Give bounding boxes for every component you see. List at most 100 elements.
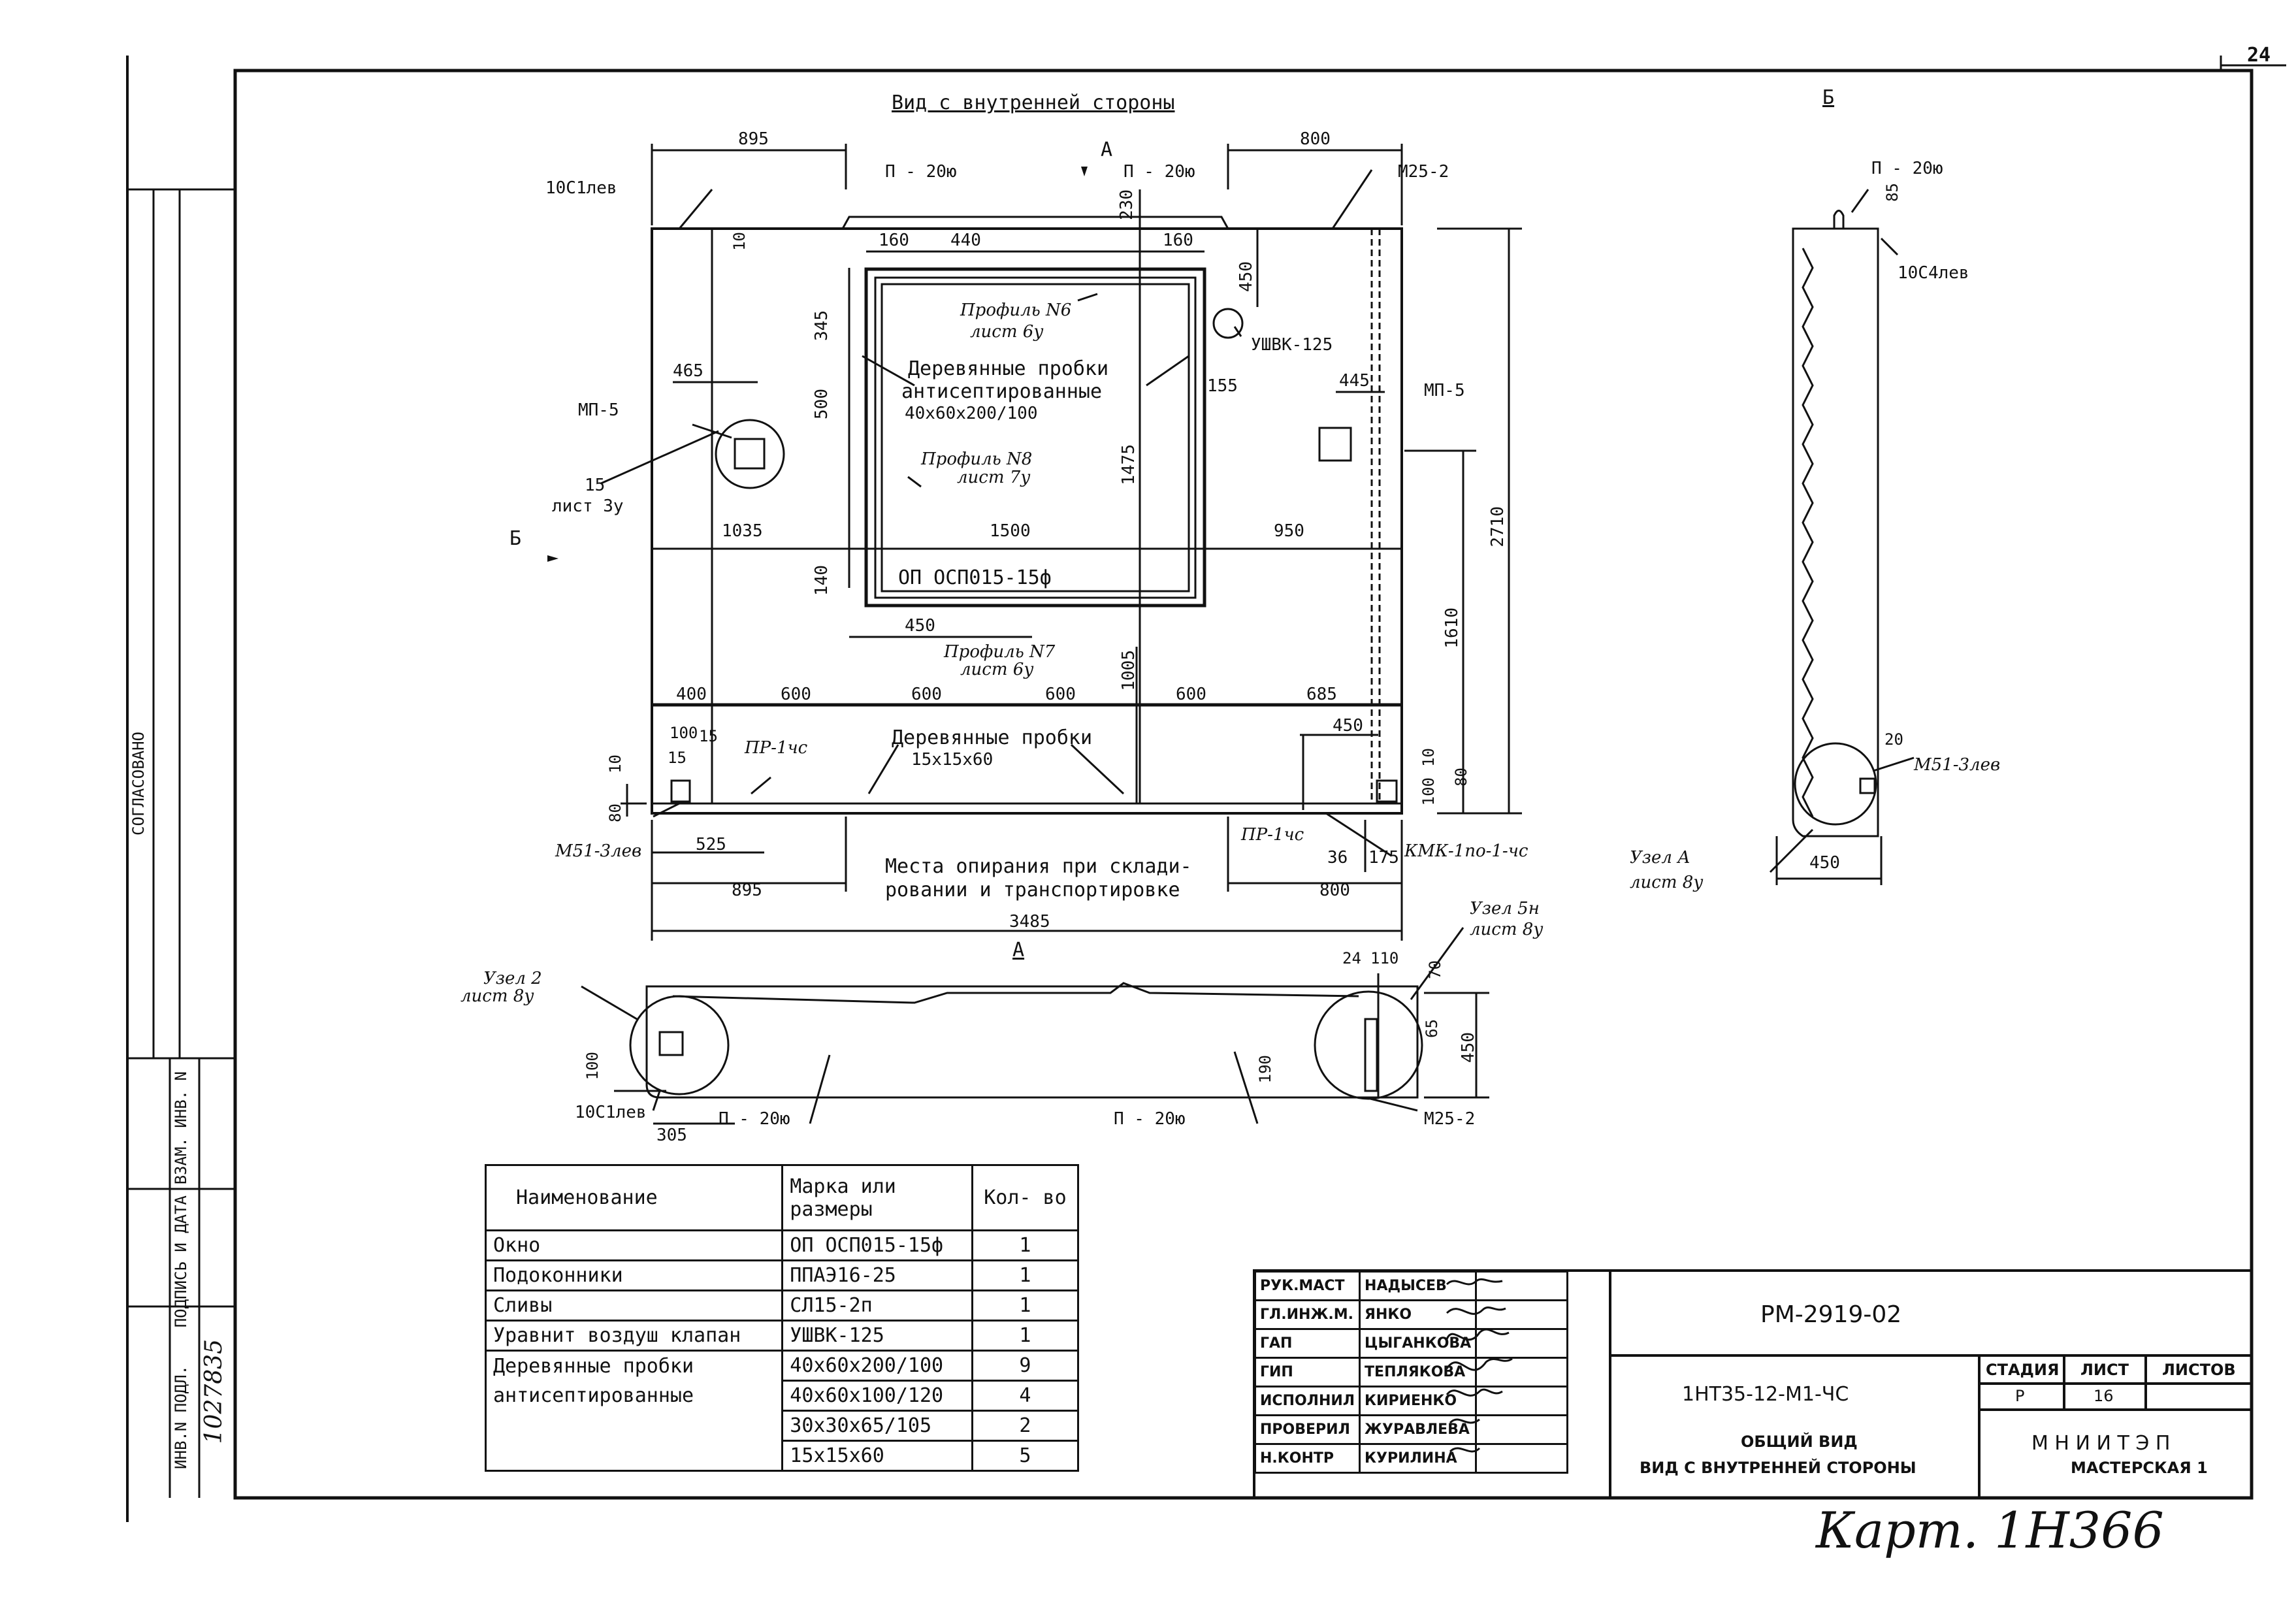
dim: 305 <box>656 1126 687 1145</box>
dim: 525 <box>696 835 726 854</box>
signature <box>1475 1271 1569 1301</box>
spec-cell: Подоконники <box>484 1259 784 1291</box>
person: КИРИЕНКО <box>1359 1386 1478 1416</box>
organization: М Н И И Т Э П <box>2031 1432 2171 1455</box>
dim: 15 <box>668 749 687 767</box>
spec-cell: 1 <box>971 1289 1080 1322</box>
role: ИСПОЛНИЛ <box>1253 1386 1361 1416</box>
node-a-sheet: лист 8у <box>1630 873 1704 892</box>
dim: 345 <box>812 310 832 341</box>
spec-cell: 40х60х200/100 <box>781 1350 973 1382</box>
dim: 175 <box>1368 848 1399 868</box>
spec-cell: 1 <box>971 1320 1080 1352</box>
replace-inventory-label: ВЗАМ. ИНВ. N <box>172 1071 190 1185</box>
spec-cell: 40х60х100/120 <box>781 1380 973 1412</box>
dim: 160 <box>879 231 909 250</box>
dim: 450 <box>1237 261 1256 292</box>
role: РУК.МАСТ <box>1253 1271 1361 1301</box>
sheet-number: 24 <box>2247 44 2271 67</box>
person: ЯНКО <box>1359 1299 1478 1330</box>
sheet3-ref: лист 3у <box>552 496 624 516</box>
spec-cell: Окно <box>484 1229 784 1261</box>
original-inventory-label: ИНВ.N ПОДЛ. <box>172 1365 190 1469</box>
p20-bottom-left-label: П - 20ю <box>719 1109 790 1129</box>
mp5-right-label: МП-5 <box>1424 381 1465 400</box>
dim: 10 <box>730 232 749 251</box>
wood-plugs-small-line2: 15х15х60 <box>911 750 994 770</box>
signature <box>1475 1328 1569 1359</box>
pr1-left-label: ПР-1чс <box>745 738 808 758</box>
profile7-label: Профиль N7 <box>944 642 1056 662</box>
dim: 24 <box>1342 949 1361 967</box>
dim: 85 <box>1883 183 1901 202</box>
node-5-sheet: лист 8у <box>1470 920 1544 939</box>
spec-cell <box>484 1440 784 1472</box>
p20-bottom-right-label: П - 20ю <box>1114 1109 1186 1129</box>
dim: 1005 <box>1119 650 1139 691</box>
person: ТЕПЛЯКОВА <box>1359 1357 1478 1387</box>
dim: 895 <box>732 881 762 900</box>
dim: 190 <box>1256 1055 1274 1084</box>
sheet3-number: 15 <box>585 476 606 495</box>
dim: 465 <box>673 361 703 381</box>
agreed-label: СОГЛАСОВАНО <box>129 732 148 835</box>
m51-side-label: М51-3лев <box>1914 755 2001 775</box>
profile8-label: Профиль N8 <box>921 449 1033 469</box>
dim: 10 <box>606 754 624 773</box>
spec-cell: антисептированные <box>484 1380 784 1411</box>
m25-bottom-label: М25-2 <box>1424 1109 1476 1129</box>
wood-plugs-line2: антисептированные <box>901 380 1103 403</box>
dim: 10 <box>1419 748 1438 767</box>
dim: 400 <box>676 685 707 704</box>
section-b-arrow: Б <box>509 527 522 550</box>
spec-cell: 15х15х60 <box>781 1440 973 1472</box>
spec-cell: Сливы <box>484 1289 784 1322</box>
spec-cell: 9 <box>971 1350 1080 1382</box>
node-a-label: Узел А <box>1630 848 1690 868</box>
dim: 20 <box>1884 730 1903 749</box>
section-b-title: Б <box>1822 86 1835 109</box>
dim: 500 <box>812 389 832 419</box>
spec-table: Наименование Марка или размеры Кол- во О… <box>484 1164 1080 1472</box>
node-5-label: Узел 5н <box>1470 899 1540 918</box>
dim: 685 <box>1306 685 1337 704</box>
dim: 65 <box>1423 1019 1441 1038</box>
signature <box>1475 1386 1569 1416</box>
node-2-label: Узел 2 <box>483 969 542 988</box>
dim: 80 <box>606 803 624 822</box>
spec-header-name: Наименование <box>484 1164 784 1231</box>
wood-plugs-line1: Деревянные пробки <box>908 357 1109 380</box>
stage-header: СТАДИЯ <box>1986 1361 2060 1379</box>
p20-right-label: П - 20ю <box>1124 162 1195 182</box>
node-2-sheet: лист 8у <box>461 986 534 1006</box>
signature <box>1475 1299 1569 1330</box>
wood-plugs-line3: 40х60х200/100 <box>905 404 1038 423</box>
p20-left-label: П - 20ю <box>885 162 957 182</box>
workshop: МАСТЕРСКАЯ 1 <box>2071 1459 2208 1477</box>
dim: 100 <box>1419 777 1438 806</box>
pr1-right-label: ПР-1чс <box>1241 825 1304 845</box>
signature <box>1475 1443 1569 1474</box>
dim: 70 <box>1426 960 1444 979</box>
profile8-sheet: лист 7у <box>957 468 1031 487</box>
spec-cell: 1 <box>971 1229 1080 1261</box>
dim: 1500 <box>990 521 1031 541</box>
role: Н.КОНТР <box>1253 1443 1361 1474</box>
dim: 450 <box>1333 716 1363 736</box>
sheet-value: 16 <box>2094 1387 2114 1405</box>
product-mark: 1НТ35-12-М1-ЧС <box>1682 1383 1849 1406</box>
profile6-sheet: лист 6у <box>970 322 1044 342</box>
person: ЖУРАВЛЕВА <box>1359 1414 1478 1445</box>
role: ГИП <box>1253 1357 1361 1387</box>
dim: 450 <box>905 616 935 636</box>
dim: 450 <box>1459 1032 1478 1063</box>
sheet-header: ЛИСТ <box>2080 1361 2129 1379</box>
mp5-left-label: МП-5 <box>578 400 619 420</box>
inventory-number: 1027835 <box>201 1339 227 1444</box>
section-a-title: А <box>1012 939 1025 962</box>
role: ПРОВЕРИЛ <box>1253 1414 1361 1445</box>
dim: 600 <box>1045 685 1076 704</box>
